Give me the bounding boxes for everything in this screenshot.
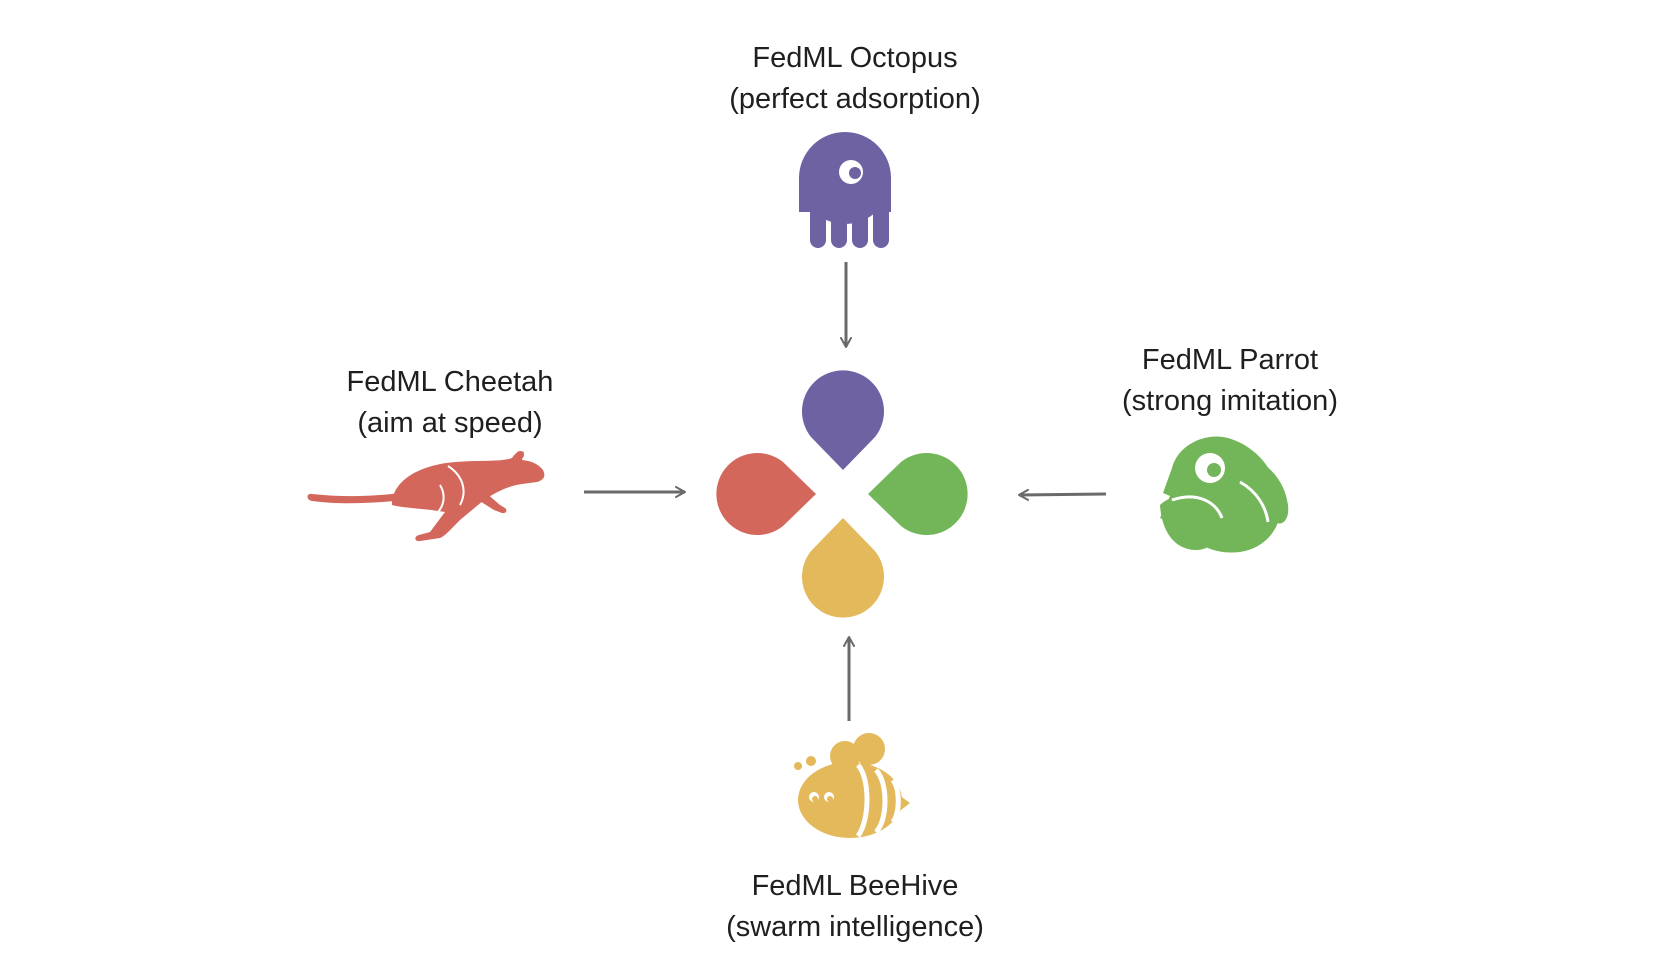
parrot-title: FedML Parrot	[1141, 344, 1319, 376]
cheetah-ear	[516, 451, 524, 459]
beehive-tagline: (swarm intelligence)	[726, 911, 984, 943]
logo-petal-left	[716, 453, 816, 535]
octopus-title: FedML Octopus	[752, 42, 958, 74]
parrot-wing	[1160, 495, 1220, 550]
parrot-label: FedML Parrot (strong imitation)	[1080, 340, 1380, 422]
octopus-icon	[799, 132, 891, 250]
bee-antenna-ball-2	[806, 756, 816, 766]
octopus-label: FedML Octopus (perfect adsorption)	[695, 38, 1015, 120]
arrow-parrot-to-center	[1018, 488, 1107, 501]
cheetah-body	[392, 451, 545, 542]
cheetah-hind-leg	[437, 465, 465, 513]
bee-body	[798, 762, 902, 838]
cheetah-icon	[307, 451, 545, 542]
parrot-beak	[1235, 455, 1289, 524]
cheetah-tail	[307, 493, 404, 504]
cheetah-label: FedML Cheetah (aim at speed)	[300, 362, 600, 444]
logo-petal-top	[802, 370, 884, 470]
cheetah-tagline: (aim at speed)	[357, 407, 543, 439]
bee-antenna-ball-1	[794, 762, 802, 770]
cheetah-front-leg	[475, 492, 507, 514]
cheetah-title: FedML Cheetah	[346, 366, 554, 398]
parrot-tagline: (strong imitation)	[1122, 385, 1338, 417]
octopus-tagline: (perfect adsorption)	[729, 83, 981, 115]
parrot-icon	[1160, 436, 1289, 553]
beehive-label: FedML BeeHive (swarm intelligence)	[695, 866, 1015, 948]
logo-petal-right	[868, 453, 968, 535]
bee-icon	[794, 733, 910, 838]
beehive-title: FedML BeeHive	[751, 870, 959, 902]
logo-petal-bottom	[802, 518, 884, 618]
fedml-logo-icon	[716, 370, 968, 618]
bee-wing-right	[853, 733, 885, 765]
